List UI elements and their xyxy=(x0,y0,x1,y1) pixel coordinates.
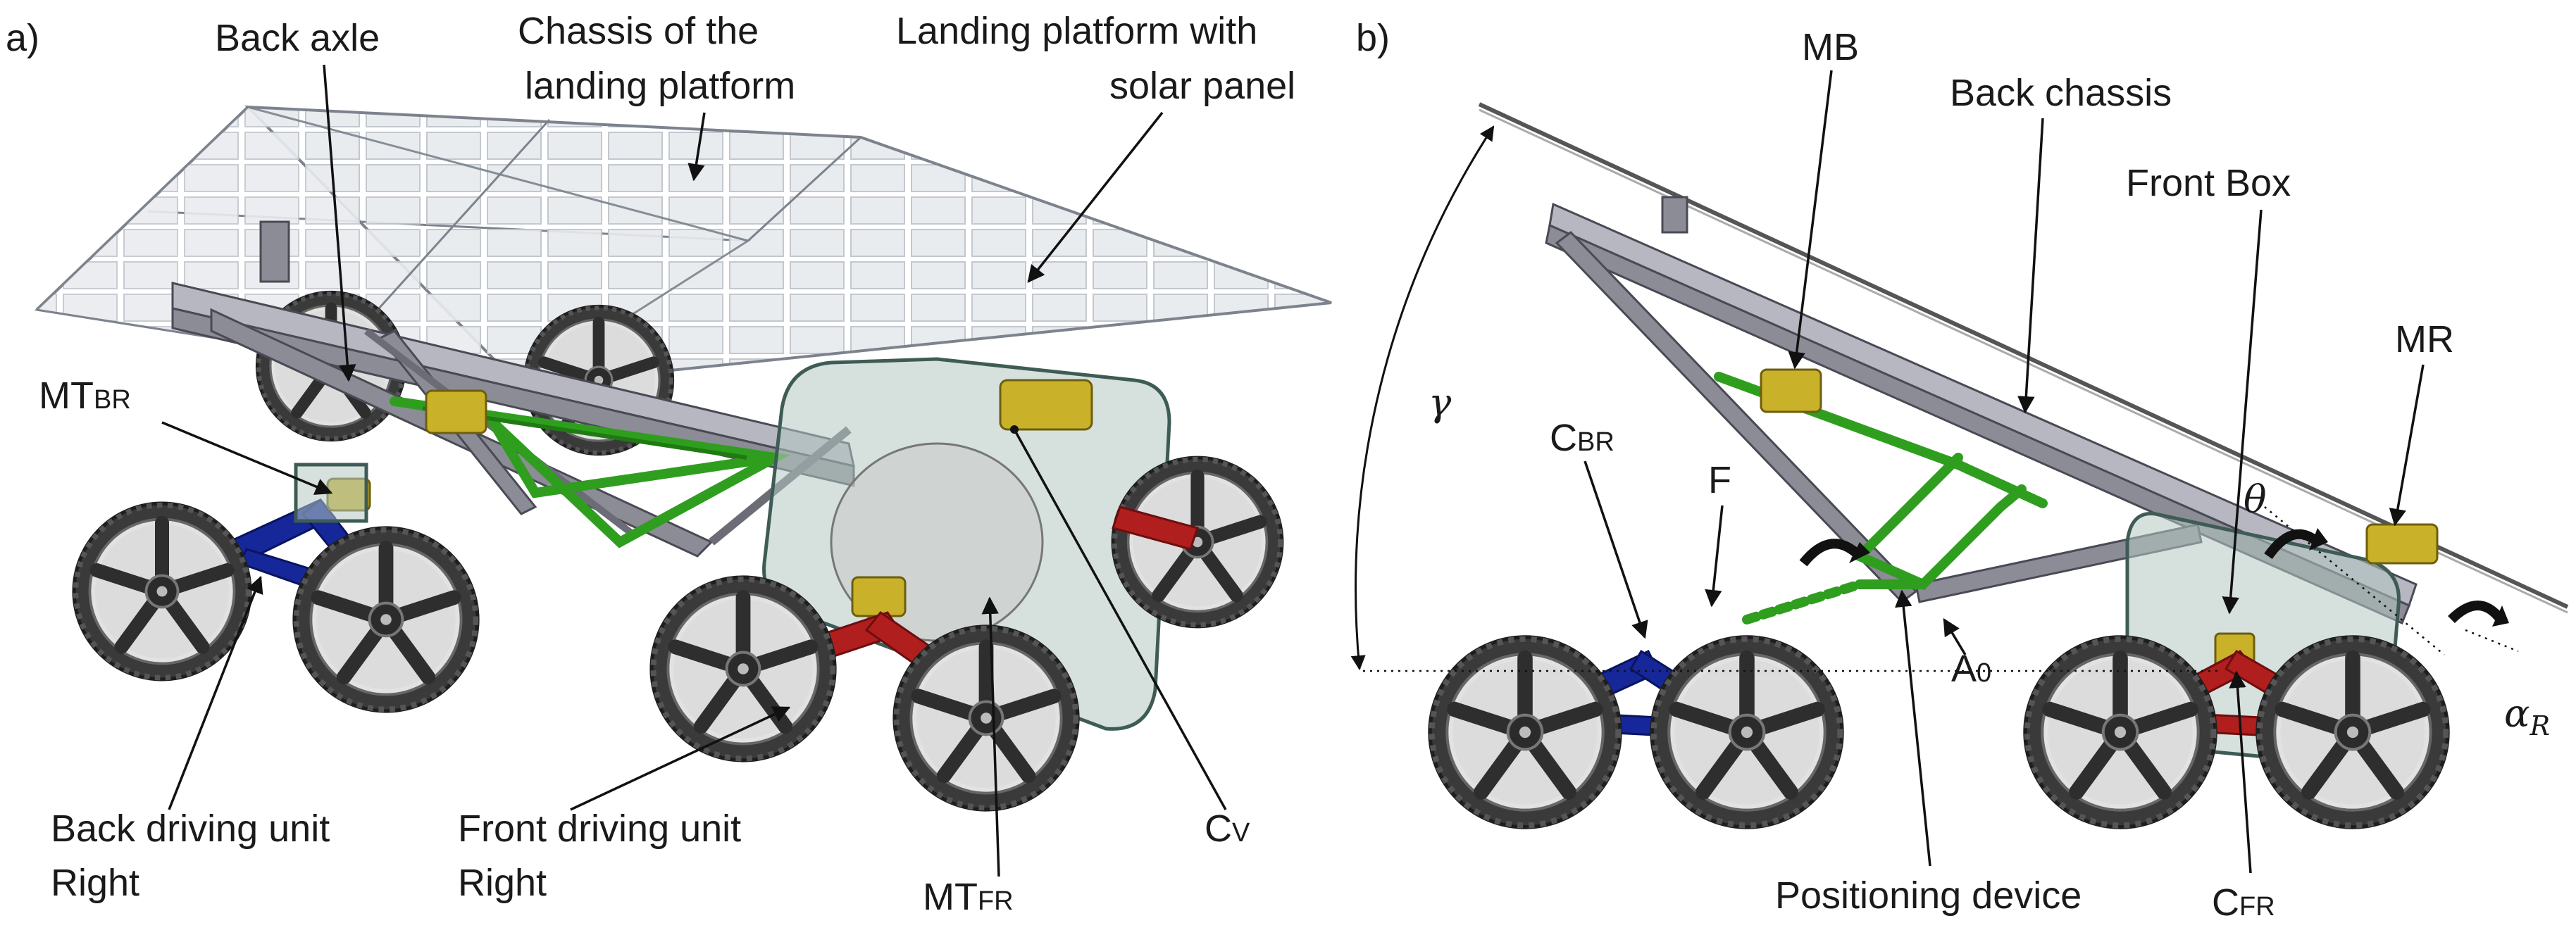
motor-mr xyxy=(2365,523,2439,565)
landing-platform-solar-panel xyxy=(34,105,1332,388)
panel-a-tag: a) xyxy=(6,17,39,59)
rotation-arrows xyxy=(1799,528,2509,627)
panel-b: b) xyxy=(1350,17,2569,924)
label-mr: MR xyxy=(2395,318,2454,360)
angle-gamma xyxy=(1350,125,2519,672)
label-back-driving-line2: Right xyxy=(51,862,139,904)
label-alpha-r: αR xyxy=(2504,691,2550,741)
label-cv: CV xyxy=(1205,808,1250,850)
label-c-fr: CFR xyxy=(2212,881,2275,924)
label-c-br: CBR xyxy=(1550,417,1614,459)
label-back-axle: Back axle xyxy=(215,17,380,59)
label-theta: θ xyxy=(2244,477,2267,522)
label-mt-br: MTBR xyxy=(39,375,131,417)
label-positioning-device: Positioning device xyxy=(1775,874,2082,917)
label-front-driving-line1: Front driving unit xyxy=(458,808,741,850)
label-a0: A0 xyxy=(1951,648,1991,690)
motor-mb xyxy=(1760,368,1822,413)
panel-a: a) xyxy=(6,10,1332,918)
label-back-chassis: Back chassis xyxy=(1950,72,2172,114)
front-wheel-far xyxy=(1113,458,1282,627)
label-mt-fr: MTFR xyxy=(923,876,1014,918)
wheels-b xyxy=(1430,637,2448,827)
label-chassis-line2: landing platform xyxy=(525,65,795,107)
leader-lines-b xyxy=(1583,70,2425,874)
label-landing-line2: solar panel xyxy=(1109,65,1295,107)
label-chassis-line1: Chassis of the xyxy=(518,10,759,52)
label-back-driving-line1: Back driving unit xyxy=(51,808,330,850)
label-front-box: Front Box xyxy=(2126,162,2291,204)
leader-lines-a xyxy=(161,64,1227,877)
back-axle-motor xyxy=(425,389,487,434)
panel-b-tag: b) xyxy=(1356,17,1390,59)
label-gamma: γ xyxy=(1429,380,1452,425)
label-f: F xyxy=(1708,459,1731,501)
label-mb: MB xyxy=(1802,26,1859,68)
positioning-device-b xyxy=(1714,368,2048,624)
label-front-driving-line2: Right xyxy=(458,862,547,904)
label-landing-line1: Landing platform with xyxy=(896,10,1257,52)
